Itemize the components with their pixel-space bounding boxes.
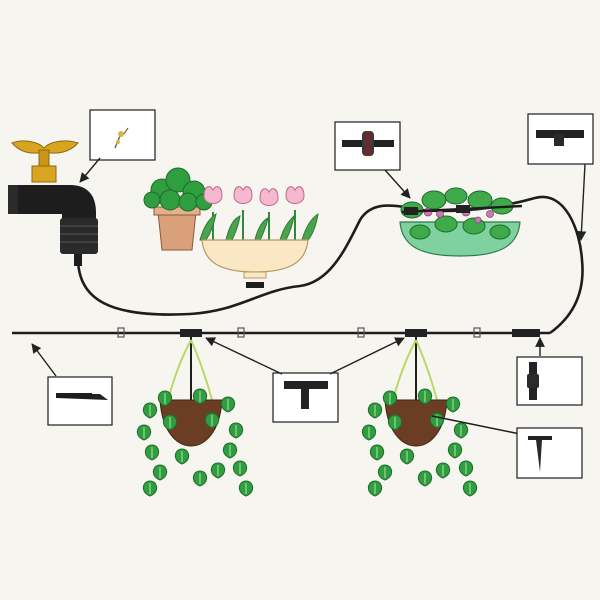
drip-emitter-icon (114, 127, 129, 149)
tee-connector-icon (284, 381, 328, 409)
inset-tee-connector (272, 372, 339, 423)
window-box-planter (399, 187, 523, 257)
main-supply-tube (12, 195, 584, 335)
inset-coupling (516, 356, 583, 406)
arrow-tee-dripper (576, 163, 587, 241)
coupling-connector (512, 329, 540, 337)
stake-icon (528, 436, 552, 472)
inset-stake (516, 427, 583, 479)
potted-herb (143, 167, 213, 251)
tee-connector-1 (180, 329, 202, 337)
inset-inline-dripper (334, 121, 401, 171)
tee-dripper-icon (536, 130, 584, 146)
tee-connector-2 (405, 329, 427, 337)
arrow-tee-connector-left (205, 337, 283, 375)
inset-tee-dripper (527, 113, 594, 165)
arrow-inline-dripper (384, 169, 411, 199)
end-plug-icon (56, 393, 108, 400)
coupling-icon (527, 362, 539, 400)
hanging-basket-left (136, 337, 254, 497)
arrow-tee-connector-right (329, 337, 405, 375)
arrow-drip-emitter (79, 157, 101, 183)
faucet-icon (8, 140, 98, 266)
tulip-planter (199, 186, 319, 288)
inset-end-plug (47, 376, 113, 426)
arrow-end-plug (31, 343, 57, 377)
tube-clips (117, 327, 481, 338)
inline-dripper-icon (342, 131, 394, 156)
inset-drip-emitter (89, 109, 156, 161)
hanging-basket-right (361, 337, 521, 497)
